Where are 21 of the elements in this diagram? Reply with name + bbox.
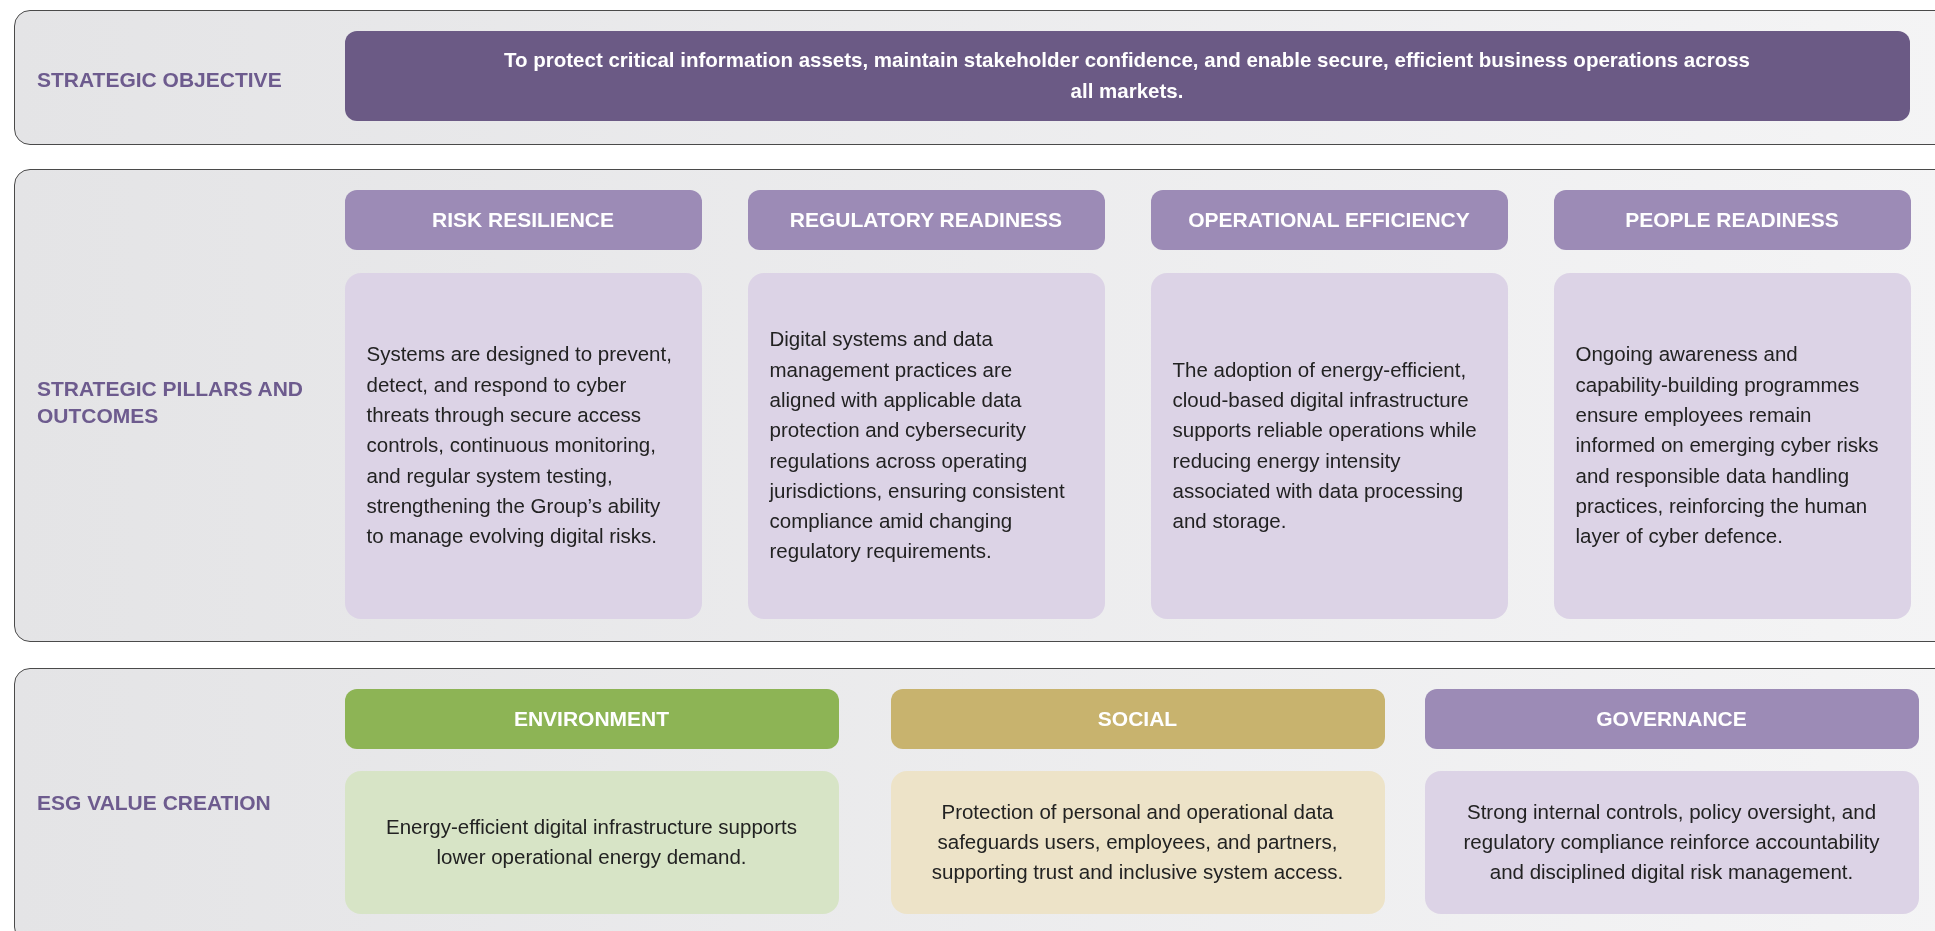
pillar-header: PEOPLE READINESS [1553,189,1911,250]
outcome-card: Ongoing awareness and capability-building programmes ensure employees remain informed on emerging cyber risks and responsible data handling practices, reinforcing the human layer of cyber defence. [1553,272,1911,619]
pillar-header: RISK RESILIENCE [344,189,702,250]
outcome-card: Strong internal controls, policy oversight, and regulatory compliance reinforce accountability and disciplined digital risk management. [1424,770,1919,914]
pillar-header: REGULATORY READINESS [747,189,1105,250]
section-label: STRATEGIC PILLARS AND OUTCOMES [37,376,304,430]
section-band [14,668,1935,931]
pillar-header: ENVIRONMENT [344,688,839,749]
outcome-card: Protection of personal and operational data safeguards users, employees, and partners, supporting trust and inclusive system access. [890,770,1385,914]
section-band [14,169,1935,642]
pillar-header: GOVERNANCE [1424,688,1919,749]
objective-box: To protect critical information assets, maintain stakeholder confidence, and enable secure, efficient business operations across all markets. [344,30,1910,121]
outcome-card: Energy-efficient digital infrastructure supports lower operational energy demand. [344,770,839,914]
section-label: STRATEGIC OBJECTIVE [37,67,283,93]
section-label: ESG VALUE CREATION [37,790,272,816]
pillar-header: SOCIAL [890,688,1385,749]
outcome-card: The adoption of energy-efficient, cloud-based digital infrastructure supports reliable operations while reducing energy intensity associated with data processing and storage. [1150,272,1508,619]
outcome-card: Systems are designed to prevent, detect, and respond to cyber threats through secure access controls, continuous monitoring, and regular system testing, strengthening the Group’s ability to manage evolving digital risks. [344,272,702,619]
section-band [14,10,1935,145]
outcome-card: Digital systems and data management practices are aligned with applicable data protection and cybersecurity regulations across operating jurisdictions, ensuring consistent compliance amid changing regulatory requirements. [747,272,1105,619]
pillar-header: OPERATIONAL EFFICIENCY [1150,189,1508,250]
